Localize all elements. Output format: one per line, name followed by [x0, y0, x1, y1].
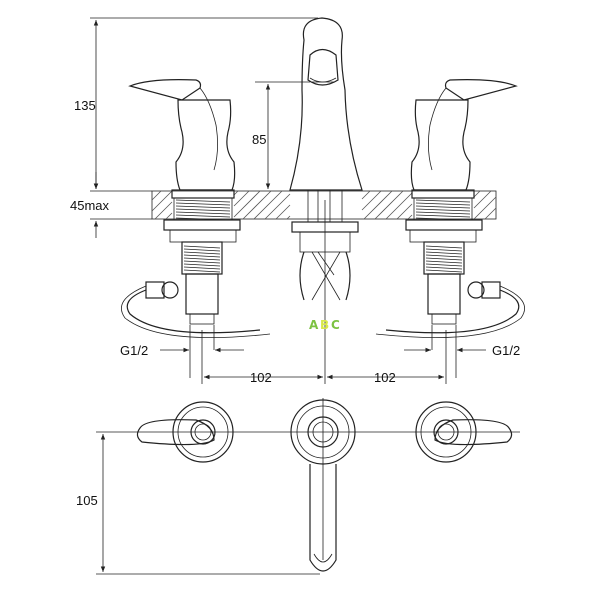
deck-hatch-line [165, 212, 173, 220]
deck-hatch-line [473, 190, 492, 209]
deck-hatch-line [484, 207, 497, 220]
thread-line [183, 251, 221, 255]
deck-hatch-line [151, 190, 162, 201]
dimension-valve-spacing: 102 102 [201, 330, 447, 385]
dimension-handle-depth: 105 [76, 431, 320, 575]
label-spout-height: 85 [252, 132, 266, 147]
deck-hatch-line [374, 190, 404, 220]
label-spacing-right: 102 [374, 370, 396, 385]
deck-hatch-line [473, 190, 481, 198]
thread-line [183, 260, 221, 264]
thread-line [183, 254, 221, 258]
label-spacing-left: 102 [250, 370, 272, 385]
thread-line [175, 214, 231, 218]
thread-line [415, 205, 471, 209]
label-handle-depth: 105 [76, 493, 98, 508]
deck-hatch-line [286, 215, 291, 220]
thread-line [183, 257, 221, 261]
deck-hatch-line [233, 190, 261, 218]
thread-line [183, 269, 221, 273]
thread-line [415, 208, 471, 212]
thread-line [425, 251, 463, 255]
thread-line [415, 199, 471, 203]
thread-line [175, 205, 231, 209]
deck-hatch-line [361, 190, 382, 211]
thread-line [425, 260, 463, 264]
thread-line [175, 202, 231, 206]
deck-hatch-line [151, 190, 173, 212]
dimension-thread-left: G1/2 [120, 325, 244, 378]
left-valve [121, 79, 271, 338]
thread-line [415, 202, 471, 206]
deck-hatch-line [385, 192, 413, 220]
deck-hatch-line [233, 190, 250, 207]
thread-line [425, 254, 463, 258]
deck-hatch-line [154, 201, 173, 220]
thread-line [183, 266, 221, 270]
thread-line [425, 263, 463, 267]
watermark-letter-a: A [309, 318, 319, 332]
plan-left-valve [136, 401, 234, 463]
thread-line [425, 266, 463, 270]
plan-view: 105 [76, 398, 520, 575]
dimension-overall-height: 135 [74, 17, 318, 192]
thread-line [415, 211, 471, 215]
watermark-letter-b: B [320, 318, 329, 332]
thread-line [175, 208, 231, 212]
deck-hatch-line [242, 190, 272, 220]
thread-line [175, 211, 231, 215]
deck-hatch-line [361, 190, 371, 200]
deck-hatch-line [233, 190, 239, 196]
spout [289, 17, 363, 330]
label-thread-left: G1/2 [120, 343, 148, 358]
thread-line [183, 263, 221, 267]
thread-line [425, 269, 463, 273]
thread-line [425, 248, 463, 252]
thread-line [183, 248, 221, 252]
deck-section [151, 190, 497, 220]
dimension-deck-thickness: 45max [70, 172, 152, 238]
label-overall-height: 135 [74, 98, 96, 113]
thread-line [425, 245, 463, 249]
deck-hatch-line [253, 190, 283, 220]
plan-spout [290, 399, 356, 572]
plan-right-valve [415, 401, 513, 463]
deck-hatch-line [473, 196, 497, 220]
watermark: A B C [309, 318, 340, 332]
right-valve [375, 79, 525, 338]
thread-line [425, 257, 463, 261]
thread-line [415, 214, 471, 218]
dimension-spout-height: 85 [252, 81, 310, 189]
dimension-thread-right: G1/2 [404, 325, 520, 378]
thread-line [183, 245, 221, 249]
watermark-letter-c: C [331, 318, 340, 332]
deck-hatch-line [264, 193, 291, 220]
deck-hatch-line [396, 203, 413, 220]
deck-hatch-line [407, 214, 413, 220]
label-deck-thickness: 45max [70, 198, 110, 213]
deck-hatch-line [275, 204, 291, 220]
deck-hatch-line [363, 190, 393, 220]
label-thread-right: G1/2 [492, 343, 520, 358]
thread-line [175, 199, 231, 203]
